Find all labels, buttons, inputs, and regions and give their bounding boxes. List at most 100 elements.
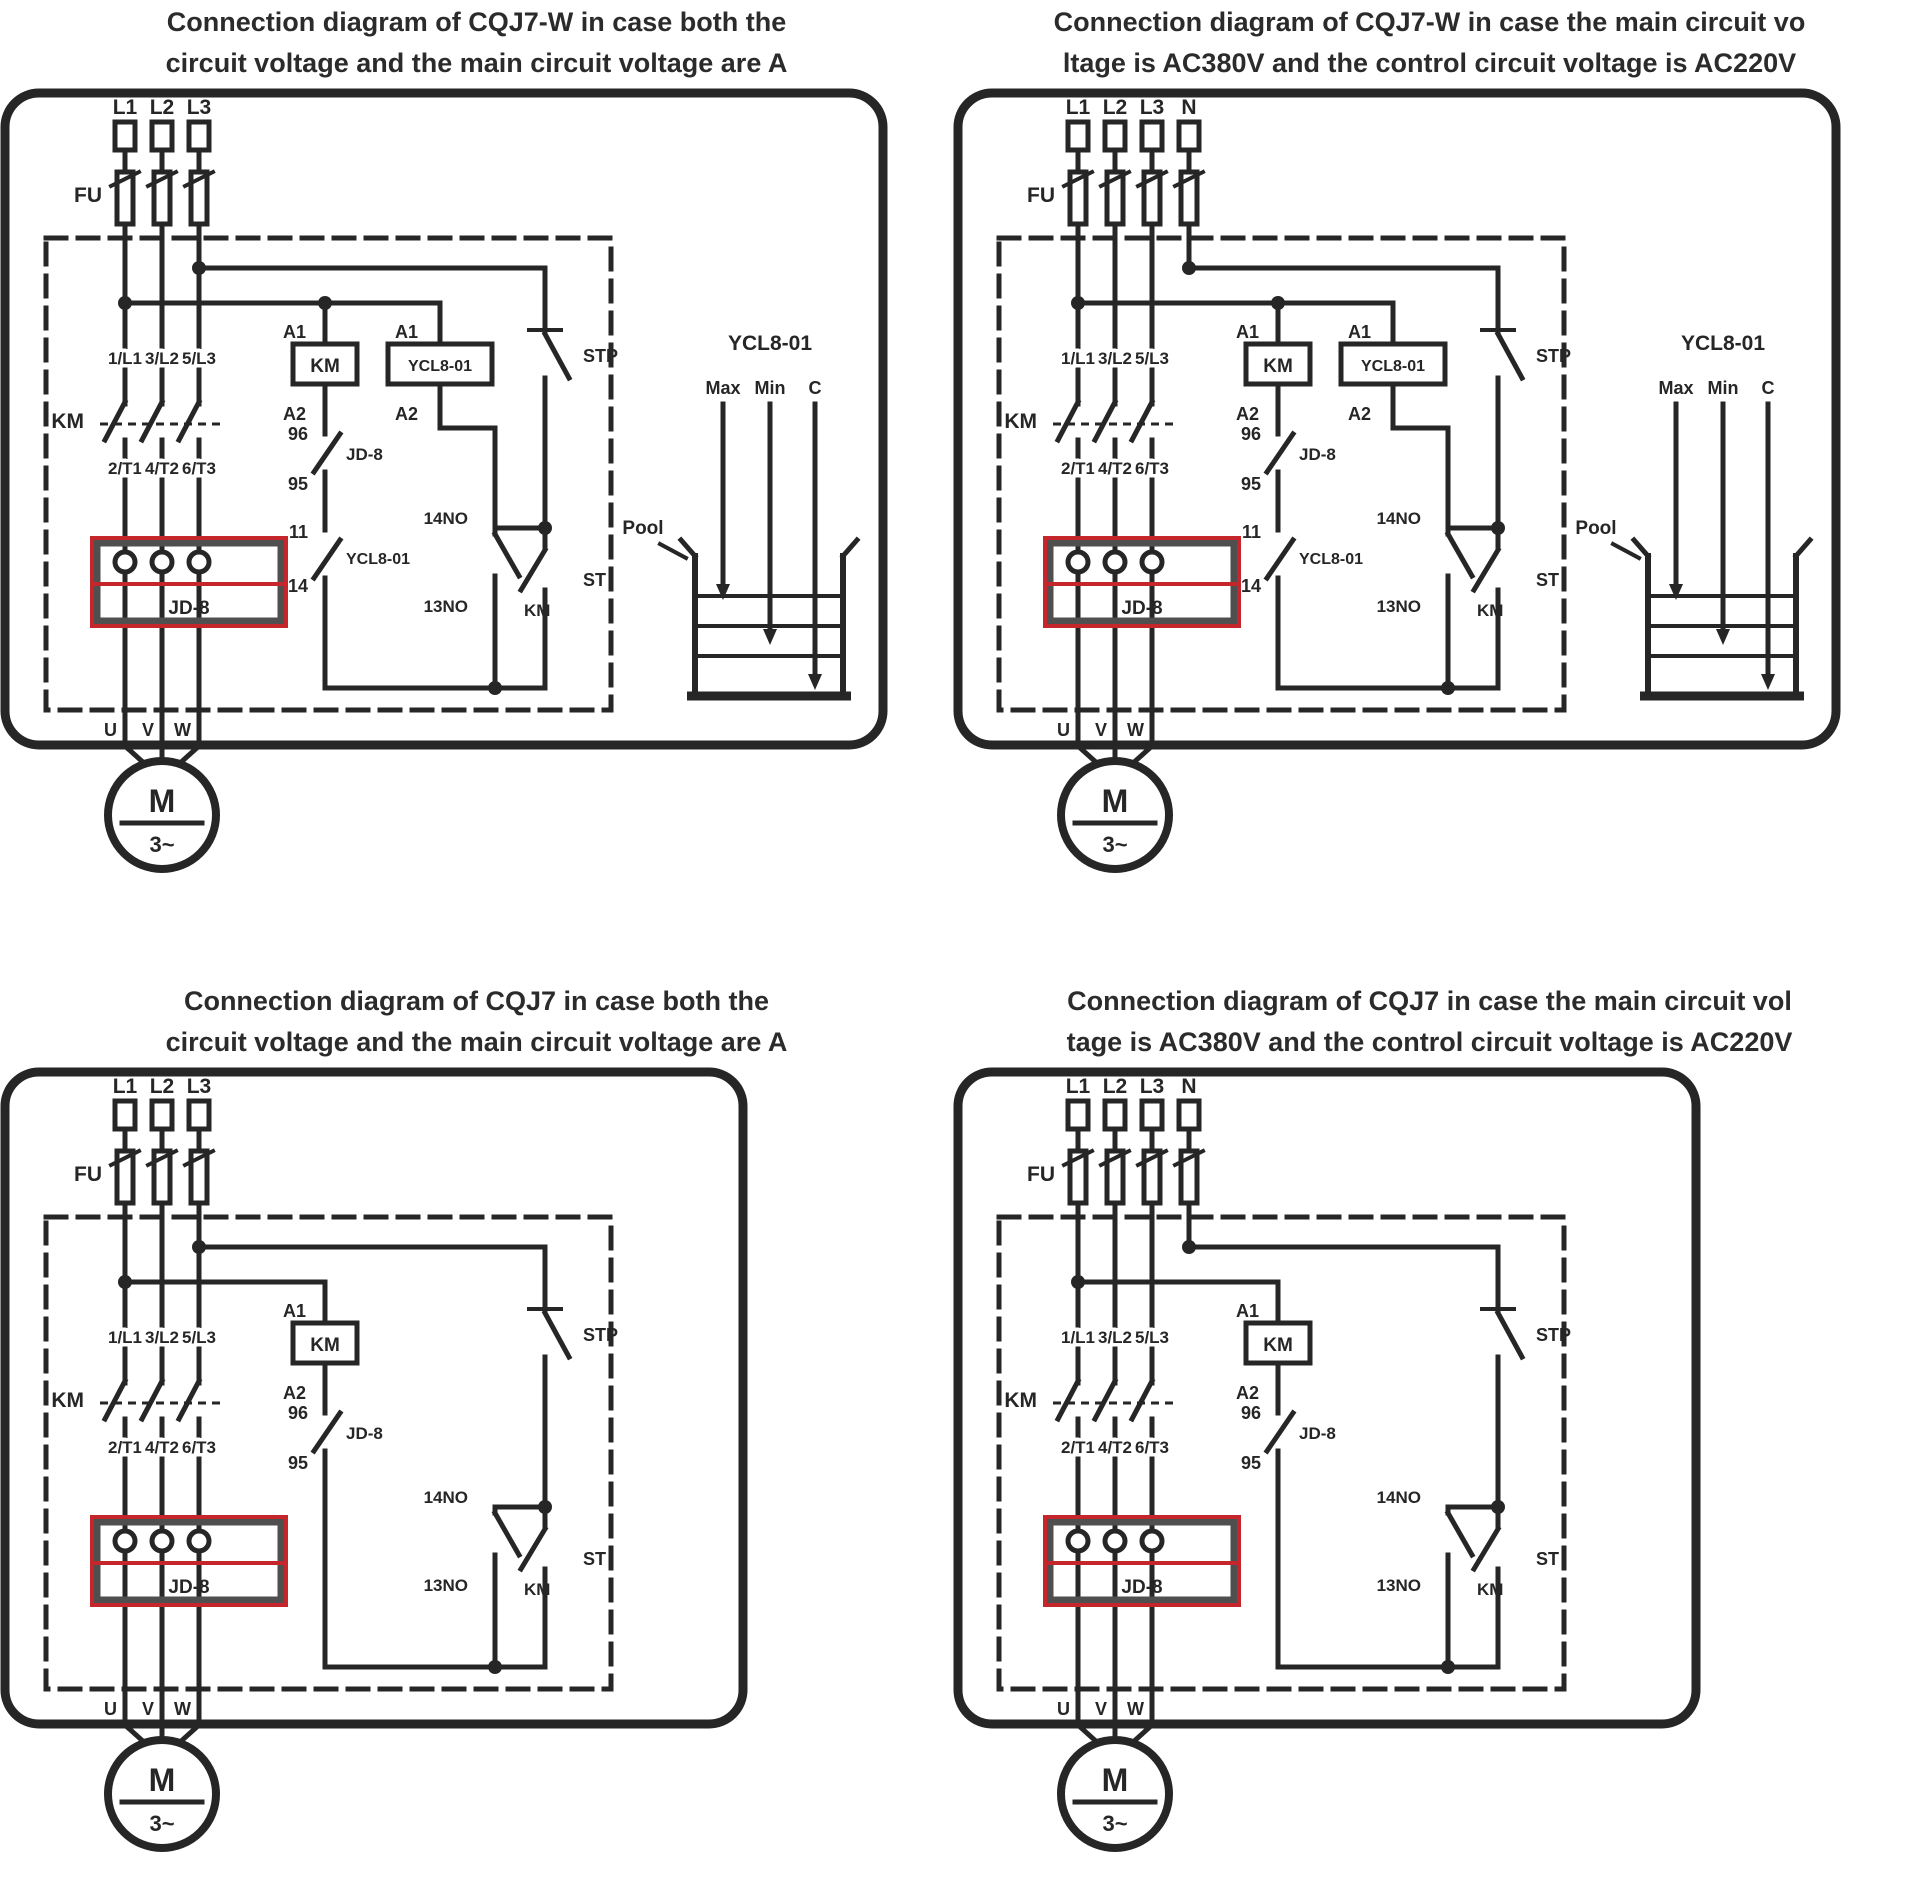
terminal-v: V [142, 720, 154, 740]
supply-lines: L1 L2 L3 N FU [1027, 1075, 1206, 1386]
thermal-relay-label: JD-8 [168, 598, 209, 619]
km-main-contacts: 1/L1 3/L2 5/L3 KM 2/T1 4/T2 6/T3 [1004, 346, 1175, 713]
motor-circle [1057, 1736, 1173, 1852]
level-relay-contact: 11 YCL8-01 14 [1241, 522, 1363, 691]
motor-phase-label: 3~ [149, 1811, 174, 1836]
enclosure-box [996, 235, 1567, 713]
junction-dot [118, 1275, 132, 1289]
product-frame [953, 88, 1841, 750]
coil-terminal-a1: A1 [1348, 322, 1371, 342]
thermal-relay-ref: JD-8 [346, 1424, 383, 1443]
terminal-4t2: 4/T2 [1098, 1438, 1132, 1457]
motor-circle [1057, 757, 1173, 873]
terminal-4t2: 4/T2 [145, 1438, 179, 1457]
relay-terminal [149, 549, 175, 575]
product-frame [0, 1067, 748, 1729]
start-button-label: ST [1536, 570, 1559, 590]
terminal-1l1: 1/L1 [108, 1328, 142, 1347]
terminal-5l3: 5/L3 [182, 1328, 216, 1347]
probe-max-label: Max [705, 378, 740, 398]
stop-button-label: STP [1536, 346, 1571, 366]
thermal-relay-highlight: JD-8 [90, 1515, 288, 1607]
junction-dot [1071, 1275, 1085, 1289]
terminal-2t1: 2/T1 [1061, 1438, 1095, 1457]
thermal-relay-label: JD-8 [1121, 598, 1162, 619]
terminal-6t3: 6/T3 [1135, 459, 1169, 478]
title-line: tage is AC380V and the control circuit v… [1066, 1027, 1793, 1057]
relay-terminal [1102, 1528, 1128, 1554]
panel-title-top-right: Connection diagram of CQJ7-W in case the… [953, 2, 1906, 88]
fuse-group [108, 169, 216, 227]
title-line: Connection diagram of CQJ7-W in case the… [1053, 7, 1806, 37]
pool-label: Pool [622, 518, 663, 539]
enclosure-box [996, 1214, 1567, 1692]
junction-dot [192, 1240, 206, 1254]
phase-label-l2: L2 [150, 96, 175, 119]
motor-label: M [149, 1762, 176, 1798]
junction-dot [1441, 1660, 1455, 1674]
contact-14no: 14NO [424, 509, 468, 528]
level-relay-ref: YCL8-01 [1299, 551, 1363, 568]
contact-14: 14 [1241, 576, 1261, 596]
enclosure-box [43, 235, 614, 713]
supply-lines: L1 L2 L3 N FU [1027, 96, 1206, 407]
level-relay-ref: YCL8-01 [346, 551, 410, 568]
relay-terminal [112, 549, 138, 575]
phase-label-l1: L1 [1066, 96, 1091, 119]
thermal-relay-highlight: JD-8 [90, 536, 288, 628]
terminal-3l2: 3/L2 [1098, 349, 1132, 368]
panel-bottom-left: Connection diagram of CQJ7 in case both … [0, 979, 953, 1872]
terminal-v: V [142, 1699, 154, 1719]
terminal-w: W [174, 1699, 191, 1719]
motor-assembly: U V W M 3~ [101, 707, 220, 873]
start-button-label: ST [583, 570, 606, 590]
contact-14no: 14NO [1377, 1488, 1421, 1507]
km-main-label: KM [51, 410, 84, 433]
start-button: ST [1470, 525, 1559, 691]
supply-terminal [1176, 119, 1202, 153]
contact-11: 11 [289, 522, 308, 542]
fuse-label: FU [1027, 1163, 1055, 1186]
title-line: Connection diagram of CQJ7-W in case bot… [166, 7, 787, 37]
supply-terminal [149, 1098, 175, 1132]
motor-circle [104, 757, 220, 873]
contact-13no: 13NO [1377, 597, 1421, 616]
terminal-3l2: 3/L2 [145, 1328, 179, 1347]
relay-terminal [112, 1528, 138, 1554]
phase-label-l3: L3 [1140, 1075, 1165, 1098]
level-relay-contact: 11 YCL8-01 14 [288, 522, 410, 691]
title-line: ltage is AC380V and the control circuit … [1062, 48, 1797, 78]
supply-terminal [1065, 119, 1091, 153]
stop-button-label: STP [583, 1325, 618, 1345]
motor-assembly: U V W M 3~ [101, 1686, 220, 1852]
thermal-relay-ref: JD-8 [346, 445, 383, 464]
thermal-relay-label: JD-8 [168, 1577, 209, 1598]
contact-96: 96 [288, 1403, 308, 1423]
km-main-contacts: 1/L1 3/L2 5/L3 KM 2/T1 4/T2 6/T3 [1004, 1325, 1175, 1692]
fuse-group [1061, 169, 1206, 227]
junction-dot [1071, 296, 1085, 310]
thermal-nc-contact: 96 JD-8 95 [1241, 1403, 1336, 1670]
km-aux-contact: 14NO 13NO KM [424, 1488, 550, 1670]
terminal-6t3: 6/T3 [182, 459, 216, 478]
neutral-label: N [1181, 96, 1196, 119]
supply-terminal [149, 119, 175, 153]
km-aux-contact: 14NO 13NO KM [1377, 509, 1503, 691]
contact-13no: 13NO [1377, 1576, 1421, 1595]
panel-top-right: Connection diagram of CQJ7-W in case the… [953, 0, 1906, 893]
junction-dot [118, 296, 132, 310]
panel-title-bottom-left: Connection diagram of CQJ7 in case both … [0, 981, 953, 1067]
thermal-relay-highlight: JD-8 [1043, 536, 1241, 628]
start-button: ST [517, 1504, 606, 1670]
relay-terminal [186, 549, 212, 575]
phase-label-l2: L2 [1103, 1075, 1128, 1098]
km-aux-contact: 14NO 13NO KM [424, 509, 550, 691]
contact-96: 96 [288, 424, 308, 444]
pool-label: Pool [1575, 518, 1616, 539]
thermal-nc-contact: 96 JD-8 95 [288, 424, 383, 533]
fuse-label: FU [1027, 184, 1055, 207]
km-coil-label: KM [1263, 356, 1293, 377]
motor-circle [104, 1736, 220, 1852]
start-button-label: ST [583, 1549, 606, 1569]
neutral-label: N [1181, 1075, 1196, 1098]
